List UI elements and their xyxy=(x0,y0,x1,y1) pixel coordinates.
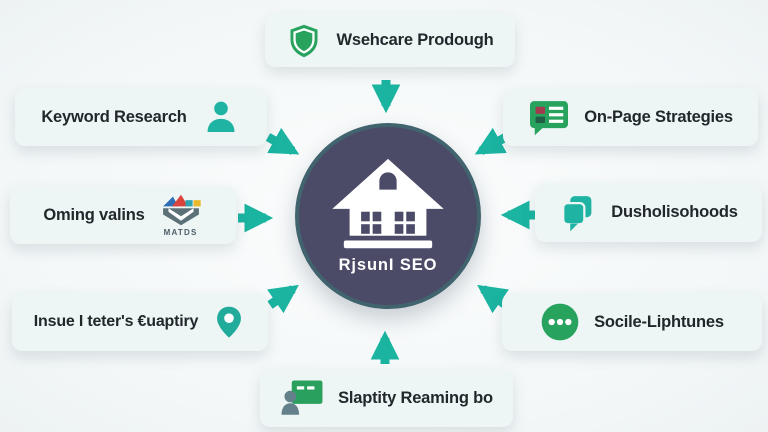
hub-circle: RjsunI SEO xyxy=(295,123,481,309)
location-pin-icon xyxy=(212,302,246,342)
node-top-left: Keyword Research xyxy=(15,88,267,146)
hub-label: RjsunI SEO xyxy=(338,256,438,274)
node-label: Slaptity Reaming bo xyxy=(338,388,493,407)
ellipsis-circle-icon xyxy=(540,302,580,342)
node-label: Oming valins xyxy=(43,205,145,224)
node-top: Wsehcare Prodough xyxy=(265,14,515,67)
arrow-bottomleft-to-hub xyxy=(267,284,299,314)
node-label: On-Page Strategies xyxy=(584,107,733,126)
chat-bubbles-icon xyxy=(559,194,597,232)
document-list-bubble-icon xyxy=(528,98,570,136)
node-top-right: On-Page Strategies xyxy=(503,88,758,146)
shield-icon xyxy=(286,21,322,61)
node-bottom: Slaptity Reaming bo xyxy=(260,369,513,427)
node-label: Wsehcare Prodough xyxy=(336,31,494,49)
node-left: Oming valins MATDS xyxy=(10,186,236,244)
person-icon xyxy=(201,98,241,136)
arrow-topleft-to-hub xyxy=(265,127,300,155)
node-bottom-left: Insue I teter's €uaptiry xyxy=(12,293,268,351)
node-label: Keyword Research xyxy=(41,107,187,126)
house-icon xyxy=(329,157,447,253)
node-right: Dusholisohoods xyxy=(535,183,762,242)
node-bottom-right: Socile-Liphtunes xyxy=(502,293,762,351)
node-label: Dusholisohoods xyxy=(611,203,738,221)
node-label: Insue I teter's €uaptiry xyxy=(33,313,199,330)
colored-house-logo-icon: MATDS xyxy=(159,193,203,237)
presenter-board-icon xyxy=(280,379,324,417)
logo-caption: MATDS xyxy=(163,228,198,237)
arrow-topright-to-hub xyxy=(474,127,509,155)
node-label: Socile-Liphtunes xyxy=(594,312,724,331)
